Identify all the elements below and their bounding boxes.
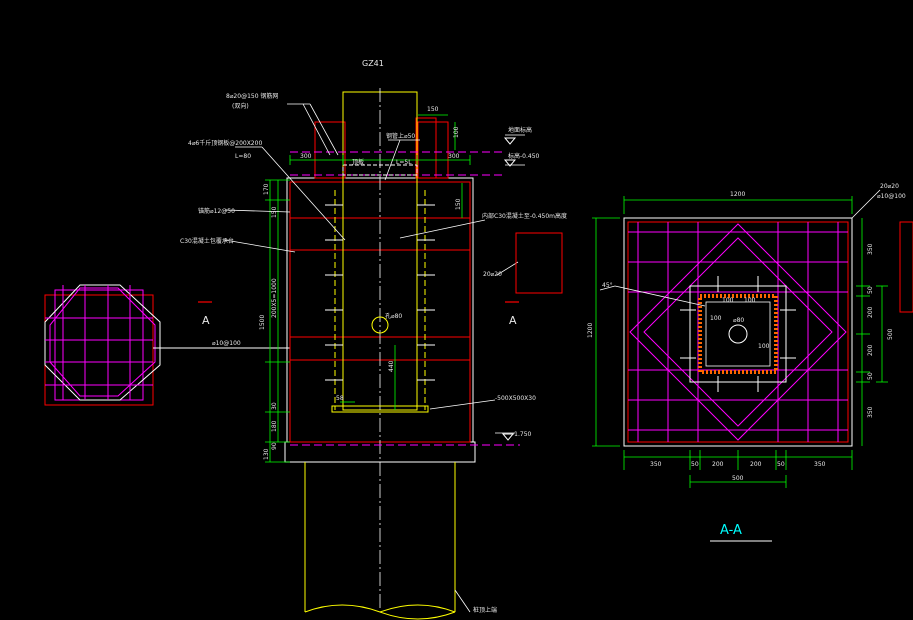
dim-top-1: 150 [427,106,439,113]
aa-dim-b4: 200 [750,461,762,468]
aa-dim-r1: 350 [867,243,874,255]
label-grout-hole: 孔⌀80 [385,312,402,320]
label-pipe-top: 钢管上⌀50 [386,132,415,140]
label-ground: 地面标高 [508,126,532,134]
dim-pipe-len: 440 [388,360,395,372]
label-pile: 桩顶上端 [473,606,497,614]
dim-left-1500: 1500 [259,315,266,330]
aa-inner-mark-3: 100 [710,315,722,322]
dim-top-3: 300 [448,153,460,160]
label-stiffener: 4⌀6千斤顶钢板@200X200 [188,139,262,147]
label-base-plate: -500X500X30 [495,395,536,402]
dim-left-150: 150 [271,206,278,218]
aa-dim-r3: 200 [867,306,874,318]
label-rebar-2phi20: 20⌀20 [483,271,502,278]
label-plate-l: L=5L [396,159,412,166]
aa-angle: 45° [602,282,613,289]
dim-top-100: 100 [453,126,460,138]
section-mark-right: A [509,314,517,327]
label-tie: ⌀10@100 [212,340,241,347]
dim-top-2: 300 [300,153,312,160]
aa-inner-mark-2: 100 [744,297,756,304]
aa-dim-b2: 50 [691,461,699,468]
aa-center-hole: ⌀80 [733,317,744,324]
aa-width: 1200 [730,191,745,198]
dim-small: 58 [336,395,344,402]
dim-left-1000: 200X5=1000 [271,278,278,318]
aa-inner-mark-1: 100 [722,297,734,304]
aa-dim-b3: 200 [712,461,724,468]
main-elevation [224,88,563,620]
left-rebar-detail [44,284,290,406]
label-length: L=80 [235,153,251,160]
aa-dim-r4: 200 [867,344,874,356]
label-elev-bottom: -1.750 [512,431,532,438]
aa-dim-500-right: 500 [887,328,894,340]
aa-rebar-tr: 20⌀20 [880,183,899,190]
label-concrete-fill: C30混凝土包覆承台 [180,237,234,245]
section-mark-left-group: A [198,301,212,327]
aa-height: 1200 [587,323,594,338]
aa-dim-r6: 350 [867,406,874,418]
elevation-labels: GZ41 8⌀20@150 钢筋网 (双向) 4⌀6千斤顶钢板@200X200 … [180,59,567,614]
section-title: A-A [720,523,742,538]
aa-dim-r5: 50 [867,372,874,380]
dim-right-100: 150 [455,198,462,210]
aa-dim-b1: 350 [650,461,662,468]
label-column-tag: GZ41 [362,59,384,68]
label-main-bars: 8⌀20@150 钢筋网 [226,92,278,100]
dim-left-170: 170 [263,183,270,195]
label-elev-top: 标高-0.450 [508,152,540,160]
label-top-plate: 顶板 [352,158,364,166]
label-base-concrete: 内部C30混凝土至-0.450m高度 [482,212,567,220]
label-anchor-bar: 锚筋⌀12@50 [198,207,235,215]
aa-dim-r2: 50 [867,286,874,294]
dim-left-90: 90 [271,442,278,450]
aa-dim-500: 500 [732,475,744,482]
aa-inner-mark-4: 100 [758,343,770,350]
aa-dim-b6: 350 [814,461,826,468]
section-mark-right-group: A [505,301,519,327]
dim-left-180: 180 [271,420,278,432]
dim-left-130: 130 [263,448,270,460]
aa-rebar-tr2: ⌀10@100 [877,193,906,200]
section-aa [592,189,913,542]
aa-dim-b5: 50 [777,461,785,468]
section-mark-left: A [202,314,210,327]
section-aa-labels: 1200 1200 20⌀20 ⌀10@100 45° ⌀80 100 100 … [587,183,906,538]
label-main-bars-sub: (双向) [232,102,249,110]
dim-left-30: 30 [271,402,278,410]
